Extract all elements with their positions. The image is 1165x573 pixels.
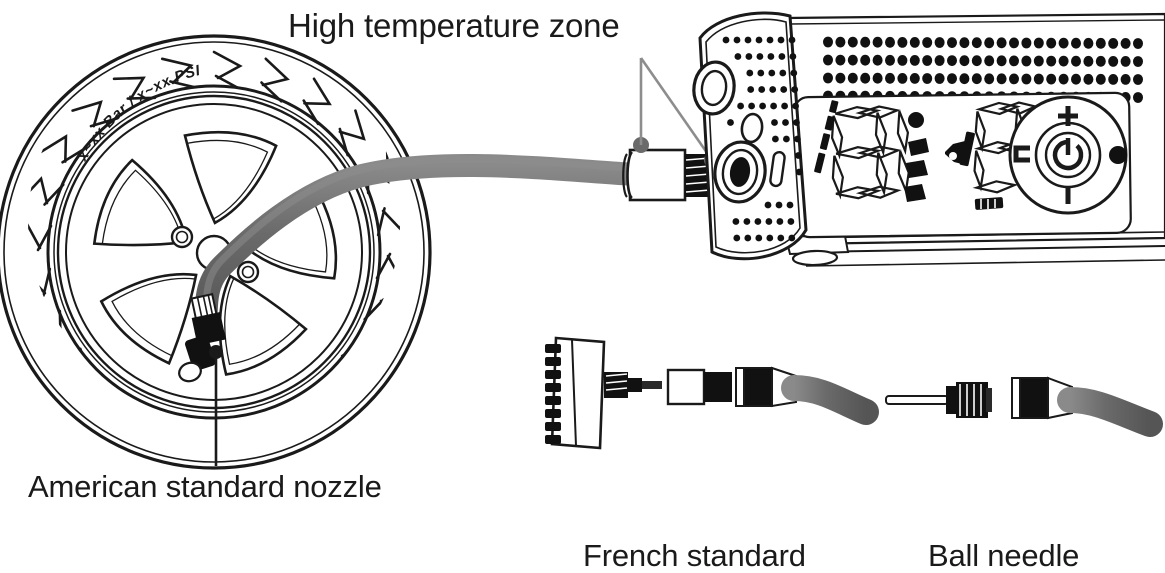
- unit-icon[interactable]: [1013, 145, 1030, 163]
- callout-ball-needle-nozzle: Ball needle nozzle: [928, 470, 1079, 573]
- adapter-plate-ribs: [545, 344, 561, 444]
- lcd-unit-label-right: [959, 131, 1004, 210]
- lcd-icon-cluster: [904, 112, 929, 202]
- callout-ball-line-1: Ball needle: [928, 538, 1080, 573]
- led-indicator-icon: [1109, 146, 1127, 164]
- american-standard-nozzle: [178, 293, 226, 466]
- plus-icon[interactable]: [1058, 106, 1078, 126]
- leader-line-port: [639, 57, 714, 161]
- vent-grille: [823, 36, 1143, 103]
- rim-spokes: [92, 130, 338, 376]
- power-icon[interactable]: [1052, 138, 1084, 171]
- callout-french-standard-nozzle: French standard nozzle: [583, 470, 806, 573]
- air-hose: [194, 154, 640, 342]
- callout-high-temperature-zone: High temperature zone: [288, 7, 620, 44]
- wheel-graphic: x~xx Bar / x~xx PSI: [0, 34, 432, 470]
- ball-needle-nozzle-assembly: [885, 376, 1163, 437]
- callout-american-standard-nozzle: American standard nozzle: [28, 469, 382, 504]
- lcd-unit-labels-left: [814, 100, 839, 174]
- french-standard-nozzle-assembly: [545, 336, 879, 450]
- inflator-device: [692, 11, 1165, 267]
- callout-french-line-1: French standard: [583, 538, 806, 573]
- lcd-digit-group-primary: [830, 105, 910, 200]
- control-ring[interactable]: [1008, 95, 1128, 215]
- device-side-panel: [692, 11, 808, 261]
